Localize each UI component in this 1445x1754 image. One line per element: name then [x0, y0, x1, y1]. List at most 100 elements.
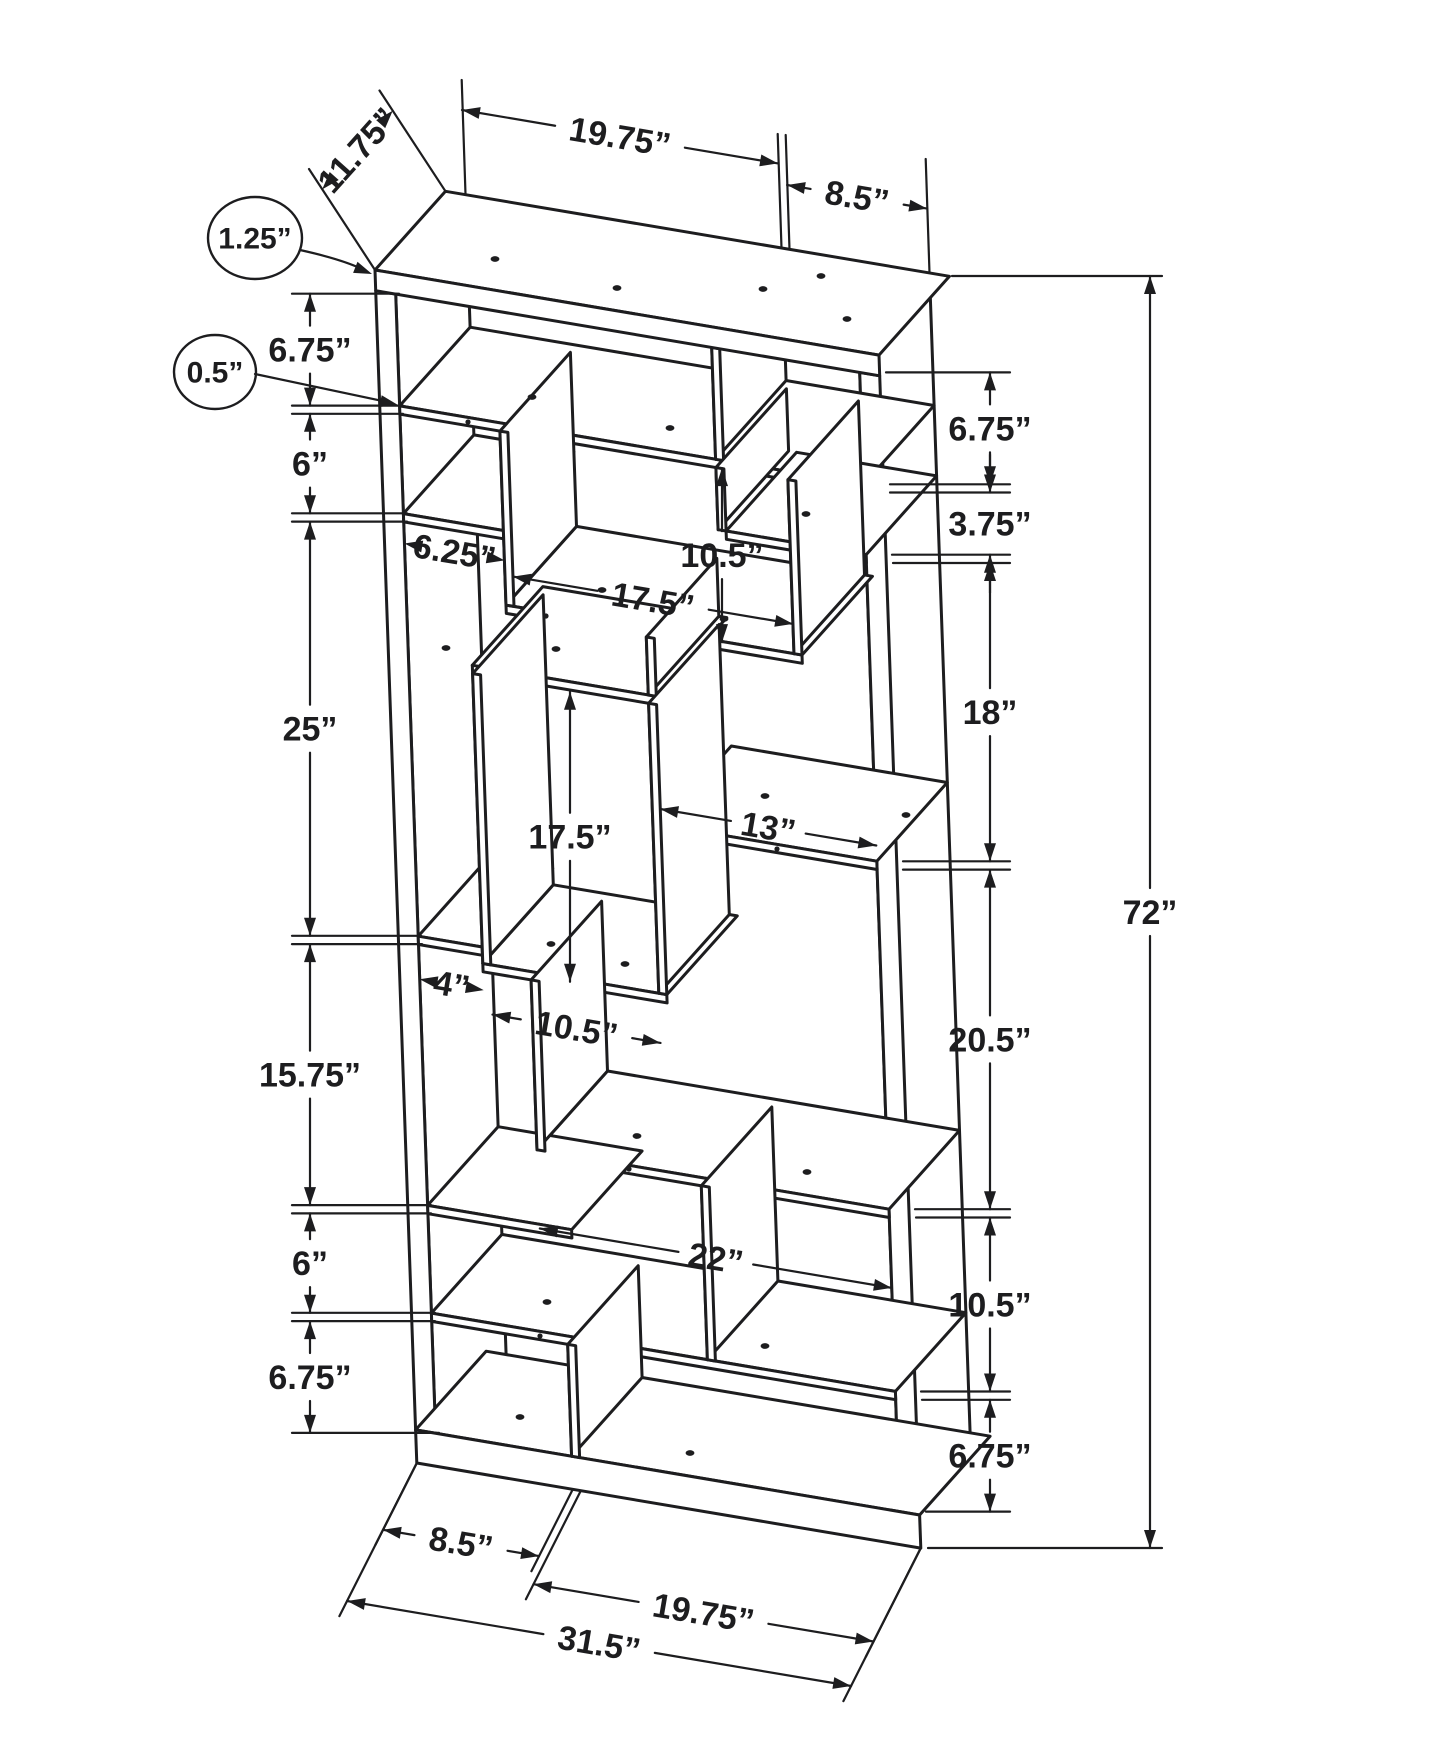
dimension-right_gap_5: 10.5”: [948, 1216, 1032, 1393]
dimension-line: [752, 1263, 893, 1290]
dim-label-small_gap_width: 4”: [431, 964, 473, 1007]
dim-label-depth_top: 11.75”: [310, 101, 405, 201]
extension-line: [776, 132, 783, 250]
arrowhead: [1144, 1530, 1156, 1548]
divider-9-front-edge: [699, 1184, 717, 1363]
dimension-left_gap_5: 6”: [292, 1212, 328, 1314]
arrowhead: [641, 1034, 661, 1046]
screw-hole-dot: [901, 812, 911, 818]
callouts: 1.25” 0.5”: [172, 195, 398, 411]
dim-label-right_gap_4: 20.5”: [948, 1021, 1031, 1059]
dim-label-middle_box_height: 17.5”: [528, 819, 611, 857]
dimension-long_shelf_width: 22”: [538, 1225, 893, 1291]
dimension-left_gap_2: 6”: [292, 412, 328, 515]
screw-hole-dot: [527, 394, 537, 400]
screw-hole-dot: [515, 1414, 525, 1420]
screw-hole-dot: [816, 273, 826, 279]
dim-label-callout_shelf_thickness: 0.5”: [187, 357, 244, 390]
arrowhead: [520, 1547, 539, 1559]
arrowhead: [716, 468, 728, 487]
dim-label-left_gap_6: 6.75”: [268, 1359, 351, 1397]
screw-hole-dot: [620, 961, 630, 967]
screw-hole-dot: [537, 1333, 543, 1339]
arrowhead: [404, 540, 424, 553]
shelf-11-front-edge: [429, 1311, 898, 1402]
dimension-left_gap_3: 25”: [283, 520, 337, 937]
screw-hole-dot: [542, 1299, 552, 1305]
arrowhead: [304, 1187, 316, 1206]
arrowhead: [832, 1677, 852, 1689]
extension-line: [530, 1488, 574, 1573]
dimension-middle_box_height: 17.5”: [528, 690, 612, 983]
screw-hole-dot: [801, 511, 811, 517]
arrowhead: [347, 1598, 366, 1610]
arrowhead: [854, 1632, 874, 1645]
dim-label-right_gap_3: 18”: [963, 694, 1018, 732]
arrowhead: [304, 944, 316, 963]
dim-label-overall_height: 72”: [1123, 894, 1178, 932]
arrowhead: [304, 495, 316, 514]
dimension-right_gap_3: 18”: [963, 561, 1018, 863]
extension-line: [338, 1461, 418, 1618]
screw-hole-dot: [760, 1343, 770, 1349]
arrowhead: [857, 836, 877, 849]
arrowhead: [1144, 276, 1156, 294]
dimension-depth_top: 11.75”: [310, 101, 405, 201]
dim-label-top_width_right: 8.5”: [822, 174, 892, 222]
dim-label-overall_width: 31.5”: [555, 1619, 643, 1670]
extension-line: [924, 157, 931, 274]
arrowhead: [304, 387, 316, 406]
screw-hole-dot: [802, 1169, 812, 1175]
arrowhead: [984, 1373, 996, 1392]
bookcase-line-drawing: [373, 189, 992, 1550]
screw-hole-dot: [758, 286, 768, 292]
dimension-right_gap_2: 3.75”: [948, 453, 1032, 594]
extension-line: [524, 1489, 582, 1601]
arrowhead: [908, 199, 928, 212]
arrowhead: [465, 981, 484, 993]
callout-callout_top_thickness: 1.25”: [206, 195, 372, 281]
screw-hole-dot: [441, 645, 451, 651]
divider-4-front-edge: [786, 478, 804, 657]
arrowhead: [304, 1294, 316, 1313]
dimension-right_gap_6: 6.75”: [948, 1398, 1032, 1513]
dimension-middle_box_width: 10.5”: [491, 1004, 662, 1055]
arrowhead: [984, 1493, 996, 1512]
screw-hole-dot: [490, 256, 500, 262]
arrowhead: [716, 624, 728, 643]
arrowhead: [383, 1526, 402, 1539]
callout-circle: [172, 333, 258, 411]
dimension-bottom_width_left: 8.5”: [381, 1520, 541, 1568]
screw-hole-dot: [685, 1450, 695, 1456]
dimension-line: [346, 1599, 545, 1636]
dim-label-left_gap_1: 6.75”: [268, 332, 351, 370]
dim-label-bottom_width_left: 8.5”: [426, 1520, 496, 1568]
dimension-small_gap_width: 4”: [419, 964, 484, 1007]
dimension-left_gap_4: 15.75”: [259, 942, 361, 1207]
divider-8-front-edge: [529, 978, 547, 1153]
shelf-10-front-edge: [426, 1203, 574, 1240]
callout-circle: [206, 195, 304, 281]
arrowhead: [304, 521, 316, 540]
dim-label-callout_top_thickness: 1.25”: [218, 223, 291, 256]
dimension-mid_shelf_width: 13”: [659, 805, 878, 851]
arrowhead: [304, 293, 316, 312]
arrowhead: [353, 261, 372, 274]
arrowhead: [774, 615, 793, 627]
screw-hole-dot: [612, 285, 622, 291]
extension-line: [784, 133, 791, 251]
arrowhead: [304, 1321, 316, 1340]
screw-hole-dot: [842, 316, 852, 322]
screw-hole-dot: [551, 646, 561, 652]
arrowhead: [984, 372, 996, 391]
dimension-line: [653, 1651, 853, 1688]
divider-7-front-edge: [647, 701, 669, 997]
arrowhead: [759, 154, 778, 167]
dim-label-left_gap_5: 6”: [292, 1245, 328, 1283]
screw-hole-dot: [760, 793, 770, 799]
dim-label-right_gap_6: 6.75”: [948, 1438, 1031, 1476]
callout-leader-line: [253, 372, 394, 405]
arrowhead: [304, 1213, 316, 1232]
screw-hole-dot: [543, 613, 549, 619]
